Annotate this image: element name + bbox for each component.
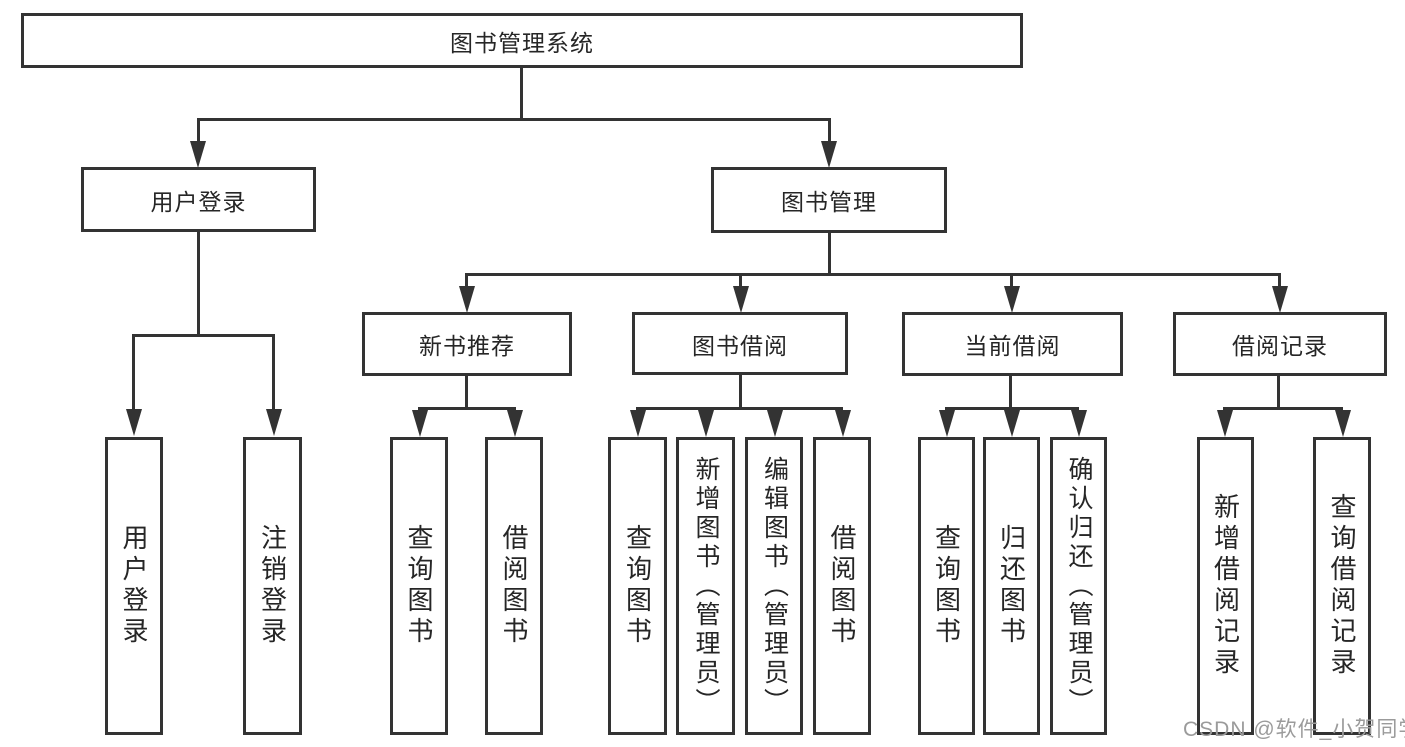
connector-line: [197, 118, 831, 121]
arrow-down-icon: [459, 286, 475, 313]
connector-line: [197, 118, 200, 144]
node-book-borrow: 图书借阅: [632, 312, 848, 375]
arrow-down-icon: [1004, 410, 1020, 437]
leaf-query-books-borrow-label: 查询图书: [622, 524, 653, 648]
leaf-logout-label: 注销登录: [257, 524, 288, 648]
leaf-edit-books-admin-label: 编辑图书（管理员）: [760, 455, 789, 717]
leaf-query-borrow-record: 查询借阅记录: [1313, 437, 1371, 735]
connector-line: [520, 68, 523, 118]
leaf-borrow-books: 借阅图书: [813, 437, 871, 735]
connector-line: [418, 407, 421, 412]
node-current-borrow: 当前借阅: [902, 312, 1123, 376]
connector-line: [1010, 407, 1013, 412]
arrow-down-icon: [266, 409, 282, 436]
connector-line: [272, 334, 275, 411]
node-new-book-recommend-label: 新书推荐: [419, 333, 515, 359]
connector-line: [1010, 273, 1013, 288]
arrow-down-icon: [630, 410, 646, 437]
node-root-label: 图书管理系统: [450, 29, 594, 56]
connector-line: [773, 407, 776, 412]
arrow-down-icon: [698, 410, 714, 437]
node-borrow-records: 借阅记录: [1173, 312, 1387, 376]
arrow-down-icon: [190, 141, 206, 168]
leaf-query-books-recommend-label: 查询图书: [404, 524, 434, 648]
connector-line: [1076, 407, 1079, 412]
leaf-query-borrow-record-label: 查询借阅记录: [1327, 493, 1357, 679]
leaf-add-borrow-record: 新增借阅记录: [1197, 437, 1254, 735]
leaf-confirm-return-admin-label: 确认归还（管理员）: [1065, 455, 1093, 717]
leaf-return-books-label: 归还图书: [996, 524, 1027, 648]
node-root: 图书管理系统: [21, 13, 1023, 68]
connector-line: [840, 407, 843, 412]
arrow-down-icon: [767, 410, 783, 437]
leaf-user-login-label: 用户登录: [119, 524, 149, 648]
arrow-down-icon: [835, 410, 851, 437]
connector-line: [945, 407, 948, 412]
arrow-down-icon: [1272, 286, 1288, 313]
leaf-confirm-return-admin: 确认归还（管理员）: [1050, 437, 1107, 735]
node-borrow-records-label: 借阅记录: [1232, 333, 1328, 359]
csdn-watermark: CSDN @软件_小贺同学: [1183, 718, 1405, 741]
arrow-down-icon: [1004, 286, 1020, 313]
connector-line: [739, 375, 742, 407]
connector-line: [418, 407, 516, 410]
arrow-down-icon: [1071, 410, 1087, 437]
arrow-down-icon: [939, 410, 955, 437]
connector-line: [132, 334, 275, 337]
connector-line: [465, 273, 1281, 276]
arrow-down-icon: [733, 286, 749, 313]
connector-line: [1278, 273, 1281, 288]
leaf-edit-books-admin: 编辑图书（管理员）: [745, 437, 803, 735]
leaf-return-books: 归还图书: [983, 437, 1040, 735]
leaf-query-books-current: 查询图书: [918, 437, 975, 735]
connector-line: [465, 273, 468, 288]
arrow-down-icon: [412, 410, 428, 437]
node-user-login-label: 用户登录: [150, 188, 247, 215]
connector-line: [1223, 407, 1343, 410]
arrow-down-icon: [1217, 410, 1233, 437]
connector-line: [1223, 407, 1226, 412]
connector-line: [197, 232, 200, 334]
connector-line: [828, 233, 831, 273]
arrow-down-icon: [507, 410, 523, 437]
leaf-user-login: 用户登录: [105, 437, 163, 735]
arrow-down-icon: [126, 409, 142, 436]
connector-line: [1277, 376, 1280, 407]
connector-line: [636, 407, 843, 410]
leaf-borrow-books-recommend-label: 借阅图书: [499, 524, 529, 648]
leaf-borrow-books-label: 借阅图书: [827, 524, 857, 648]
arrow-down-icon: [821, 141, 837, 168]
connector-line: [132, 334, 135, 411]
leaf-logout: 注销登录: [243, 437, 302, 735]
leaf-add-borrow-record-label: 新增借阅记录: [1210, 493, 1241, 679]
arrow-down-icon: [1335, 410, 1351, 437]
node-book-management-label: 图书管理: [781, 189, 877, 215]
leaf-query-books-recommend: 查询图书: [390, 437, 448, 735]
node-book-borrow-label: 图书借阅: [692, 332, 788, 359]
connector-line: [739, 273, 742, 288]
node-new-book-recommend: 新书推荐: [362, 312, 572, 376]
leaf-borrow-books-recommend: 借阅图书: [485, 437, 543, 735]
leaf-query-books-borrow: 查询图书: [608, 437, 667, 735]
leaf-add-books-admin: 新增图书（管理员）: [676, 437, 735, 735]
node-user-login: 用户登录: [81, 167, 316, 232]
connector-line: [1009, 376, 1012, 407]
connector-line: [1340, 407, 1343, 412]
connector-line: [828, 118, 831, 144]
connector-line: [636, 407, 639, 412]
leaf-add-books-admin-label: 新增图书（管理员）: [692, 455, 720, 717]
node-current-borrow-label: 当前借阅: [964, 333, 1061, 359]
connector-line: [465, 376, 468, 407]
connector-line: [513, 407, 516, 412]
node-book-management: 图书管理: [711, 167, 947, 233]
leaf-query-books-current-label: 查询图书: [931, 524, 962, 648]
connector-line: [704, 407, 707, 412]
